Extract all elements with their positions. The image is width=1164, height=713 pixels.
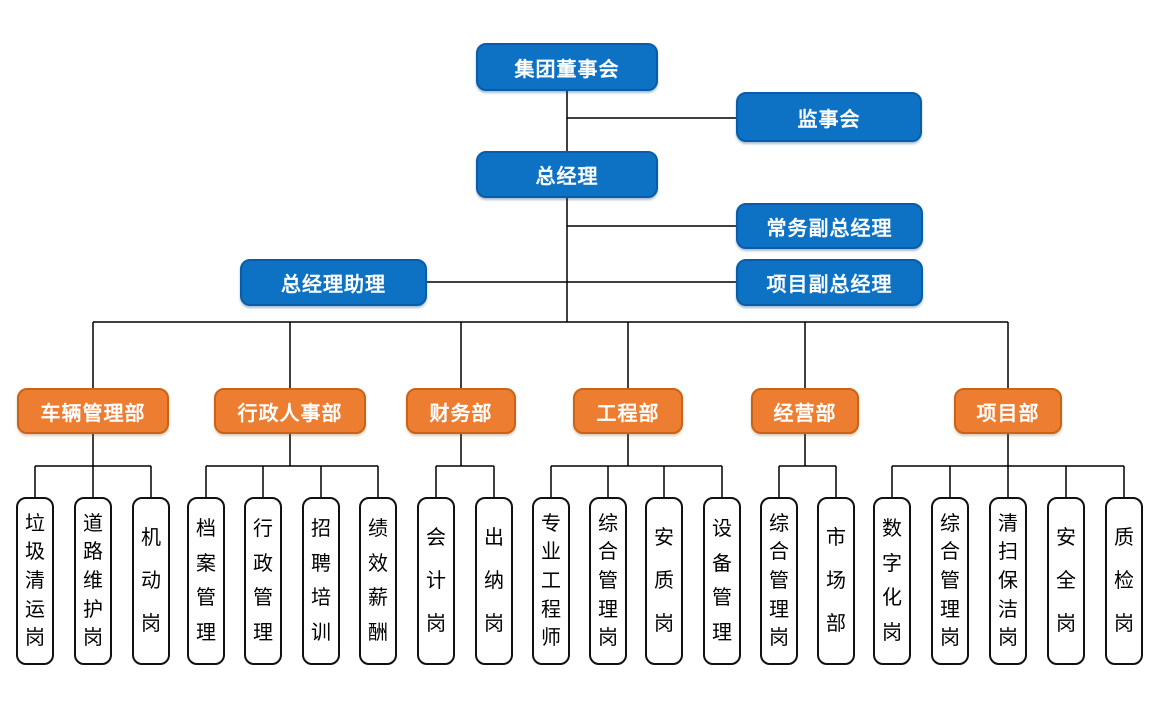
position-general-mgmt-eng: 综合管理岗	[589, 497, 627, 665]
position-road-maintenance: 道路维护岗	[74, 497, 112, 665]
position-recruit-training: 招聘培训	[302, 497, 340, 665]
department-vehicle-management: 车辆管理部	[17, 388, 169, 434]
position-mobile: 机动岗	[132, 497, 170, 665]
node-executive-deputy-gm: 常务副总经理	[736, 203, 923, 249]
position-safety: 安全岗	[1047, 497, 1085, 665]
position-admin-mgmt: 行政管理	[244, 497, 282, 665]
department-project: 项目部	[954, 388, 1062, 434]
position-cashier: 出纳岗	[475, 497, 513, 665]
position-market: 市场部	[817, 497, 855, 665]
node-project-deputy-gm: 项目副总经理	[736, 259, 923, 306]
position-accounting: 会计岗	[417, 497, 455, 665]
department-finance: 财务部	[406, 388, 516, 434]
position-archives-mgmt: 档案管理	[187, 497, 225, 665]
department-operations: 经营部	[751, 388, 859, 434]
node-gm-assistant: 总经理助理	[240, 259, 427, 306]
position-safety-quality: 安质岗	[645, 497, 683, 665]
department-engineering: 工程部	[573, 388, 683, 434]
node-group-board: 集团董事会	[476, 43, 658, 91]
node-general-manager: 总经理	[476, 151, 658, 198]
position-quality-inspection: 质检岗	[1105, 497, 1143, 665]
position-digitalization: 数字化岗	[873, 497, 911, 665]
position-equipment-mgmt: 设备管理	[703, 497, 741, 665]
position-general-mgmt-ops: 综合管理岗	[760, 497, 798, 665]
position-professional-engineer: 专业工程师	[532, 497, 570, 665]
node-supervisory-board: 监事会	[736, 92, 922, 142]
position-waste-removal: 垃圾清运岗	[16, 497, 54, 665]
position-cleaning: 清扫保洁岗	[989, 497, 1027, 665]
position-general-mgmt-proj: 综合管理岗	[931, 497, 969, 665]
position-performance-comp: 绩效薪酬	[359, 497, 397, 665]
department-admin-hr: 行政人事部	[214, 388, 366, 434]
